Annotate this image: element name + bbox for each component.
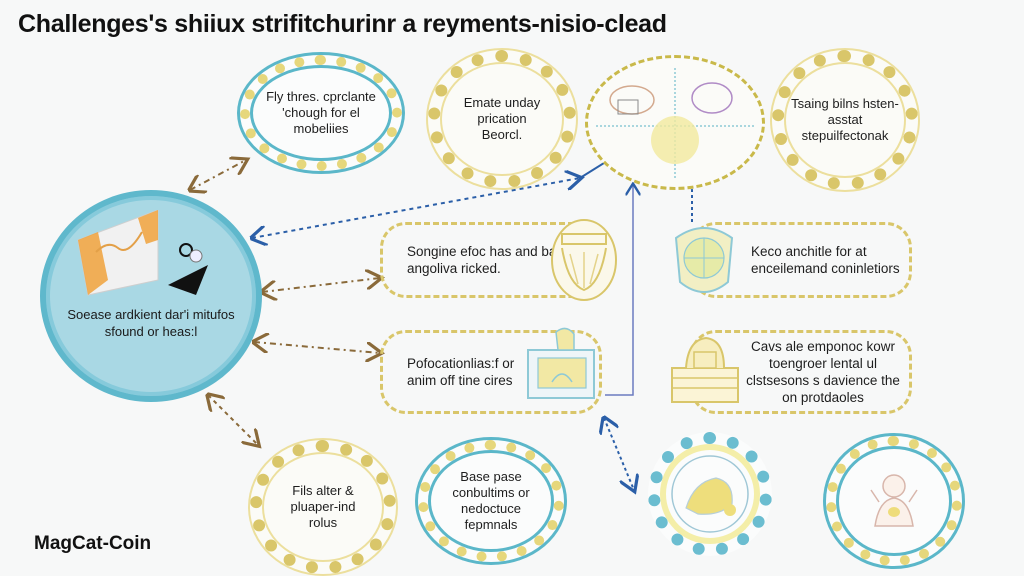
arrow-hub-top1 xyxy=(190,160,246,190)
node-top-3[interactable] xyxy=(585,55,765,190)
node-bottom-2[interactable]: Base pase conbultims or nedoctuce fepmna… xyxy=(418,440,564,562)
node-top-2[interactable]: Emate unday prication Beorcl. xyxy=(428,50,576,188)
card-4[interactable]: Cavs ale emponoc kowr toengroer lental u… xyxy=(690,330,912,414)
figure-illustration-icon xyxy=(870,474,918,527)
globe-bag-illustration-icon xyxy=(674,227,734,293)
arrow-hub-bottom1 xyxy=(208,395,258,445)
card-2-label: Keco anchitle for at enceilemand coninle… xyxy=(751,244,900,276)
node-top-1-label: Fly thres. cprclante 'chough for el mobe… xyxy=(266,89,376,136)
arrow-card3-bottom3 xyxy=(604,418,634,490)
network-cross-illustration-icon xyxy=(596,68,754,180)
card-1-label: Songine efoc has and band angoliva ricke… xyxy=(407,244,572,276)
basket-illustration-icon xyxy=(551,219,617,301)
node-top-4-label: Tsaing bilns hsten-asstat stepuilfectona… xyxy=(791,96,899,143)
stacked-box-illustration-icon xyxy=(671,336,739,403)
computer-illustration-icon xyxy=(527,327,595,399)
hub-label: Soease ardkient dar'i mitufos sfound or … xyxy=(67,307,235,339)
node-top-4[interactable]: Tsaing bilns hsten-asstat stepuilfectona… xyxy=(772,50,918,190)
diagram-title: Challenges's shiiux strifitchurinr a rey… xyxy=(18,10,667,38)
hub-node[interactable]: Soease ardkient dar'i mitufos sfound or … xyxy=(40,190,262,402)
node-bottom-1-label: Fils alter & pluaper-ind rolus xyxy=(290,483,356,530)
node-bottom-4[interactable] xyxy=(826,436,962,566)
arrow-hub-card3 xyxy=(254,342,380,353)
node-bottom-1[interactable]: Fils alter & pluaper-ind rolus xyxy=(250,440,396,574)
card-4-label: Cavs ale emponoc kowr toengroer lental u… xyxy=(746,339,900,405)
node-bottom-3[interactable] xyxy=(648,432,772,556)
card-3-label: Pofocationlias:f or anim off tine cires xyxy=(407,356,515,388)
brand-logo-text: MagCat-Coin xyxy=(34,533,152,554)
document-chart-illustration-icon xyxy=(77,210,208,296)
card-3[interactable]: Pofocationlias:f or anim off tine cires xyxy=(380,330,602,414)
node-top-2-label: Emate unday prication Beorcl. xyxy=(463,95,541,142)
node-top-1[interactable]: Fly thres. cprclante 'chough for el mobe… xyxy=(240,55,402,171)
creature-illustration-icon xyxy=(671,455,749,533)
node-bottom-2-label: Base pase conbultims or nedoctuce fepmna… xyxy=(452,469,530,532)
arrow-hub-card1 xyxy=(262,278,380,292)
